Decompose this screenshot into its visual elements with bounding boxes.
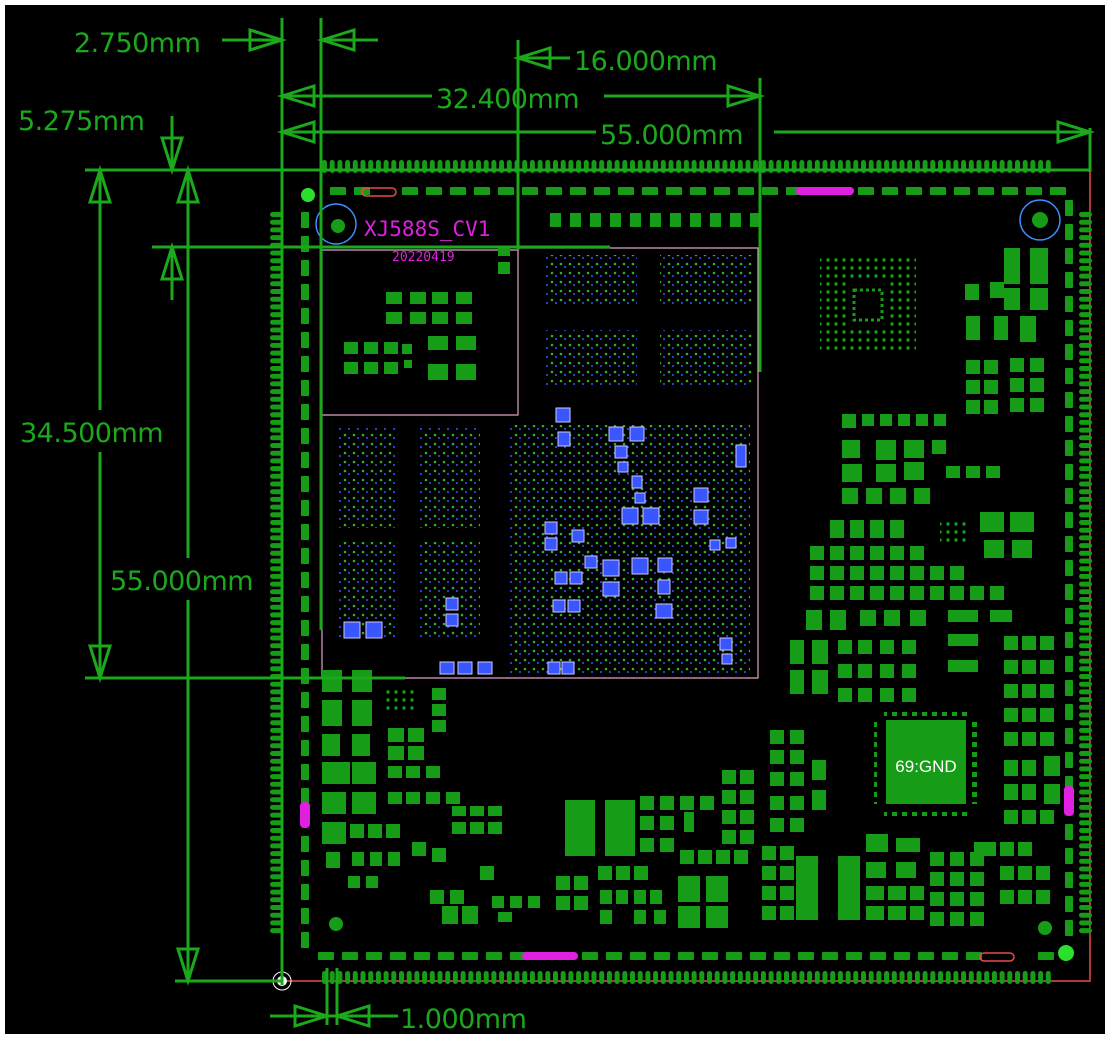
bottom-center-component-pads <box>556 730 1050 928</box>
dimension-label-55000-h: 55.000mm <box>600 120 743 151</box>
board-date: 20220419 <box>392 250 455 265</box>
silkscreen-marks <box>300 187 1074 962</box>
dimension-label-32400: 32.400mm <box>436 84 579 115</box>
top-pad-row <box>550 213 761 227</box>
dimension-lines <box>85 18 1096 1029</box>
module-pads <box>344 246 510 380</box>
dimension-labels: 2.750mm 16.000mm 32.400mm 55.000mm 5.275… <box>18 28 744 1035</box>
dimension-label-55000-v: 55.000mm <box>110 566 253 597</box>
dimension-label-5275: 5.275mm <box>18 106 144 137</box>
fiducials <box>272 188 1074 991</box>
qfn-chip: 69:GND <box>874 708 978 816</box>
dimension-label-34500: 34.500mm <box>20 418 163 449</box>
bottom-left-component-pads <box>322 670 540 924</box>
dimension-label-2750: 2.750mm <box>74 28 200 59</box>
dimension-label-1000: 1.000mm <box>400 1004 526 1035</box>
board-name: XJ588S_CV1 <box>364 217 490 241</box>
dimension-label-16000: 16.000mm <box>574 46 717 77</box>
right-component-pads <box>790 248 1060 824</box>
chip-label: 69:GND <box>895 757 956 776</box>
blue-component-pads <box>343 407 747 675</box>
bga-package-footprint <box>820 256 916 354</box>
inner-dash-rows <box>301 187 1073 960</box>
